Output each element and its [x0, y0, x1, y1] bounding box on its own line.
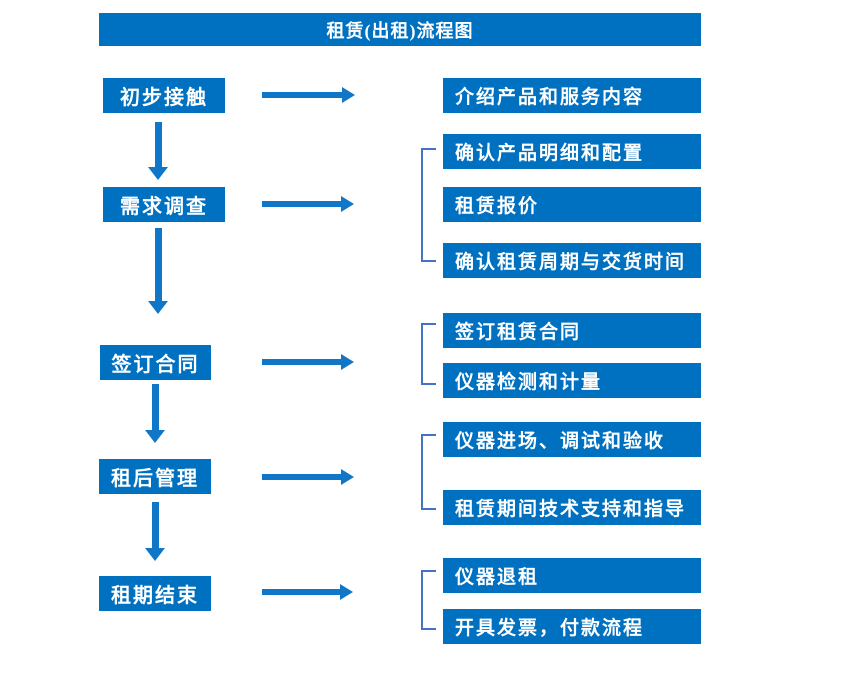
output-box-sign-rental-contract: 签订租赁合同 [443, 313, 701, 348]
stage-box-demand-survey: 需求调查 [103, 187, 225, 222]
arrow-shaft [154, 228, 162, 301]
down-arrow-4 [145, 502, 165, 561]
arrow-head [341, 354, 354, 370]
arrow-shaft [262, 201, 341, 207]
stage-label: 需求调查 [120, 196, 208, 218]
flowchart-title-bar: 租赁(出租)流程图 [99, 13, 701, 46]
output-box-instrument-return: 仪器退租 [443, 558, 701, 593]
group-bracket-post-rental-management [421, 434, 436, 510]
right-arrow-2 [262, 196, 354, 212]
stage-box-initial-contact: 初步接触 [103, 78, 225, 113]
arrow-head [341, 469, 354, 485]
arrow-head [148, 301, 168, 314]
arrow-head [341, 196, 354, 212]
arrow-shaft [262, 359, 341, 365]
right-arrow-4 [262, 469, 354, 485]
output-box-invoice-payment: 开具发票，付款流程 [443, 609, 701, 644]
stage-box-post-rental-management: 租后管理 [99, 459, 211, 494]
down-arrow-2 [148, 228, 168, 314]
group-bracket-rental-end [421, 570, 436, 630]
stage-box-sign-contract: 签订合同 [100, 345, 211, 380]
output-label: 介绍产品和服务内容 [455, 87, 645, 108]
output-label: 仪器进场、调试和验收 [455, 431, 666, 452]
arrow-head [340, 584, 353, 600]
output-box-confirm-rental-period: 确认租赁周期与交货时间 [443, 243, 701, 278]
stage-label: 初步接触 [120, 87, 208, 109]
right-arrow-1 [262, 87, 355, 103]
stage-box-rental-end: 租期结束 [99, 576, 211, 611]
output-label: 租赁报价 [455, 196, 540, 217]
arrow-head [145, 430, 165, 443]
right-arrow-3 [262, 354, 354, 370]
output-label: 确认产品明细和配置 [455, 143, 645, 164]
arrow-head [342, 87, 355, 103]
output-box-rental-quotation: 租赁报价 [443, 187, 701, 222]
output-label: 确认租赁周期与交货时间 [455, 252, 687, 273]
down-arrow-3 [145, 384, 165, 443]
stage-label: 租后管理 [111, 468, 199, 490]
stage-label: 签订合同 [111, 354, 200, 376]
output-box-technical-support: 租赁期间技术支持和指导 [443, 490, 701, 525]
arrow-shaft [154, 122, 162, 167]
arrow-shaft [262, 474, 341, 480]
output-label: 签订租赁合同 [455, 322, 582, 343]
output-box-instrument-inspection: 仪器检测和计量 [443, 363, 701, 398]
output-box-instrument-setup-acceptance: 仪器进场、调试和验收 [443, 422, 701, 457]
arrow-shaft [151, 384, 159, 430]
group-bracket-demand-survey [421, 148, 436, 262]
output-label: 开具发票，付款流程 [455, 618, 645, 639]
output-label: 仪器检测和计量 [455, 372, 603, 393]
arrow-head [148, 167, 168, 180]
group-bracket-sign-contract [421, 323, 436, 385]
output-label: 租赁期间技术支持和指导 [455, 499, 687, 520]
down-arrow-1 [148, 122, 168, 180]
right-arrow-5 [262, 584, 353, 600]
stage-label: 租期结束 [111, 585, 199, 607]
output-box-confirm-product-details: 确认产品明细和配置 [443, 134, 701, 169]
flowchart-title: 租赁(出租)流程图 [326, 20, 474, 41]
arrow-shaft [262, 589, 340, 595]
arrow-head [145, 548, 165, 561]
arrow-shaft [262, 92, 342, 98]
arrow-shaft [151, 502, 159, 548]
output-label: 仪器退租 [455, 567, 540, 588]
output-box-introduce-products: 介绍产品和服务内容 [443, 78, 701, 113]
